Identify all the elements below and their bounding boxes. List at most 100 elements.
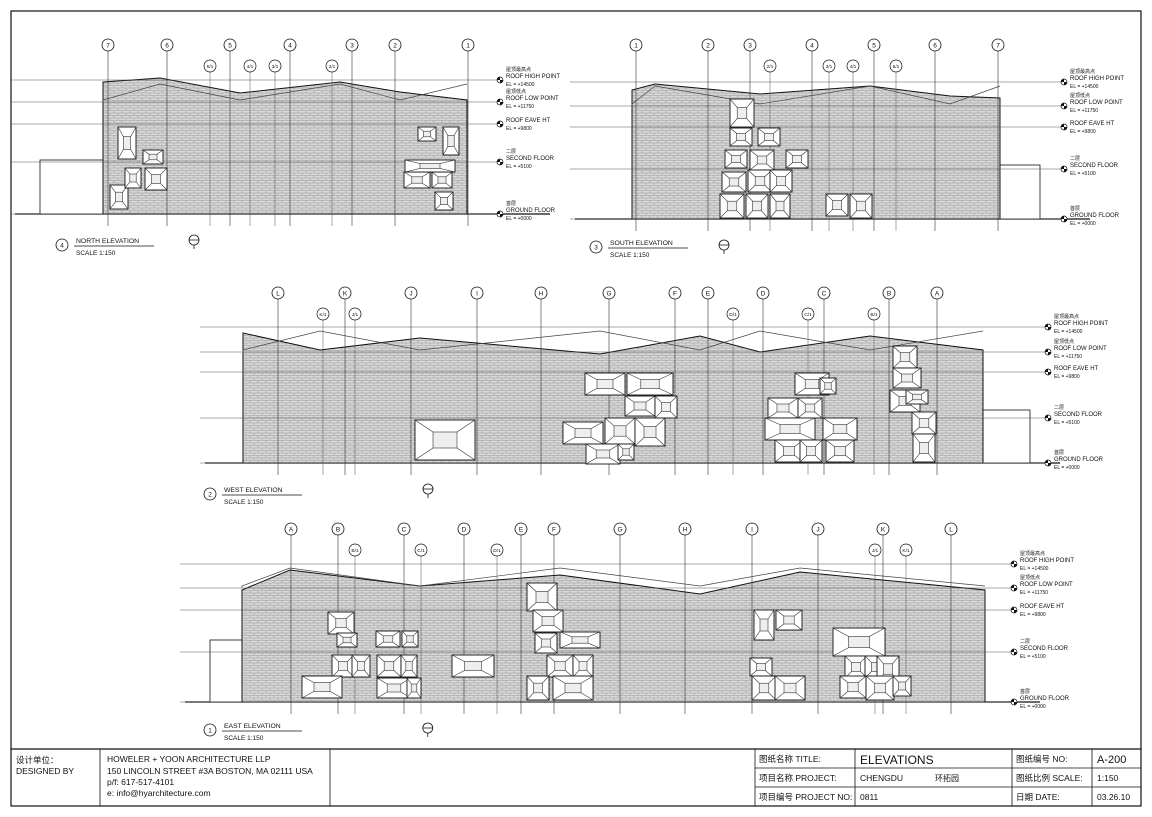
window-box-inner	[758, 682, 770, 694]
date-value: 03.26.10	[1097, 792, 1130, 802]
grid-bubble	[284, 522, 298, 536]
window-box-inner	[804, 379, 820, 389]
roof-truss-line	[242, 330, 984, 352]
sub-grid-bubble	[490, 543, 504, 557]
window-box-inner	[464, 661, 482, 671]
window-box-inner	[918, 418, 930, 428]
level-datum-fill-icon	[1045, 460, 1051, 466]
roof-truss-line	[241, 567, 986, 588]
project-no-label: 项目编号 PROJECT NO:	[759, 792, 852, 802]
sub-grid-label: 5/1	[207, 64, 214, 70]
grid-bubble	[283, 38, 297, 52]
level-elevation: EL = +11750	[1020, 590, 1048, 596]
elevation-number-bubble	[589, 240, 603, 254]
sub-grid-bubble	[763, 59, 777, 73]
window-box-frame	[724, 149, 748, 169]
grid-bubble	[101, 38, 115, 52]
level-name: SECOND FLOOR	[1070, 163, 1119, 169]
grid-label: 7	[996, 43, 1000, 50]
window-box-frame	[729, 127, 753, 147]
window-box-frame	[604, 417, 636, 445]
level-name: ROOF EAVE HT	[1070, 121, 1115, 127]
annex-volume	[982, 409, 1031, 464]
sub-grid-bubble	[316, 307, 330, 321]
level-elevation: EL = +0000	[506, 216, 532, 222]
window-box-frame	[769, 193, 791, 219]
window-box-frame	[414, 419, 476, 461]
grid-bubble	[457, 522, 471, 536]
window-box-inner	[728, 177, 740, 187]
grid-label: 3	[748, 43, 752, 50]
elevation-scale: SCALE 1:150	[224, 735, 264, 742]
window-box-inner	[898, 681, 906, 691]
sub-grid-label: 5/1	[893, 64, 900, 70]
window-box-frame	[794, 372, 830, 396]
level-name-cn: 屋顶最高点	[506, 66, 531, 73]
grid-bubble	[331, 522, 345, 536]
window-box-inner	[335, 618, 347, 628]
grid-label: 5	[228, 43, 232, 50]
section-marker-arrow-icon	[422, 727, 433, 737]
window-box-inner	[661, 402, 671, 412]
grid-bubble	[397, 522, 411, 536]
level-datum-fill-icon	[1045, 324, 1051, 330]
level-name: ROOF LOW POINT	[506, 96, 559, 102]
level-name-cn: 首层	[1020, 688, 1030, 695]
sub-grid-label: K/1	[319, 312, 327, 318]
window-box-frame	[327, 611, 355, 635]
window-box-inner	[578, 661, 588, 671]
level-name-cn: 屋顶最高点	[1054, 313, 1079, 320]
window-box-frame	[749, 149, 775, 171]
elevation-number-bubble	[203, 487, 217, 501]
sub-grid-bubble	[867, 307, 881, 321]
grid-bubble	[743, 38, 757, 52]
grid-bubble	[876, 522, 890, 536]
window-box-frame	[769, 169, 793, 193]
window-box-inner	[775, 200, 785, 212]
level-datum-fill-icon	[1061, 124, 1067, 130]
window-box-frame	[654, 395, 678, 419]
window-box-frame	[331, 654, 355, 678]
grid-bubble	[701, 286, 715, 300]
level-name-cn: 二层	[506, 149, 516, 155]
window-box-frame	[406, 677, 422, 699]
level-name: ROOF LOW POINT	[1070, 100, 1123, 106]
level-elevation: EL = +0000	[1070, 221, 1096, 227]
window-box-frame	[892, 345, 918, 369]
level-name: ROOF EAVE HT	[1020, 604, 1065, 610]
level-elevation: EL = +14500	[506, 82, 535, 88]
level-name: ROOF HIGH POINT	[1054, 321, 1108, 327]
title-value: ELEVATIONS	[860, 753, 934, 767]
level-name-cn: 屋顶低点	[1070, 92, 1090, 99]
grid-bubble	[338, 286, 352, 300]
window-box-inner	[440, 197, 448, 205]
window-box-inner	[383, 661, 395, 671]
firm-phone: p/f: 617-517-4101	[107, 777, 174, 787]
window-box-frame	[844, 655, 868, 679]
grid-label: 2	[706, 43, 710, 50]
scale-label: 图纸比例 SCALE:	[1016, 773, 1083, 783]
grid-label: J	[816, 527, 819, 534]
elevation-number-bubble	[203, 723, 217, 737]
grid-bubble	[805, 38, 819, 52]
level-elevation: EL = +5100	[1070, 171, 1096, 177]
window-box-inner	[437, 176, 447, 184]
window-box-inner	[571, 636, 589, 644]
grid-label: L	[276, 291, 280, 298]
level-name: ROOF LOW POINT	[1054, 346, 1107, 352]
sub-grid-label: B/1	[870, 312, 878, 318]
level-elevation: EL = +5100	[1020, 654, 1046, 660]
title-block-frame	[11, 748, 1141, 806]
level-name: GROUND FLOOR	[1070, 213, 1120, 219]
level-datum-fill-icon	[497, 159, 503, 165]
level-name: SECOND FLOOR	[1054, 412, 1103, 418]
level-datum-fill-icon	[497, 211, 503, 217]
annex-volume	[209, 639, 243, 703]
grid-bubble	[928, 38, 942, 52]
sub-grid-label: C/1	[417, 548, 425, 554]
level-name-cn: 屋顶低点	[1054, 338, 1074, 345]
window-box-inner	[447, 135, 455, 147]
sub-grid-bubble	[268, 59, 282, 73]
window-box-frame	[559, 631, 601, 649]
